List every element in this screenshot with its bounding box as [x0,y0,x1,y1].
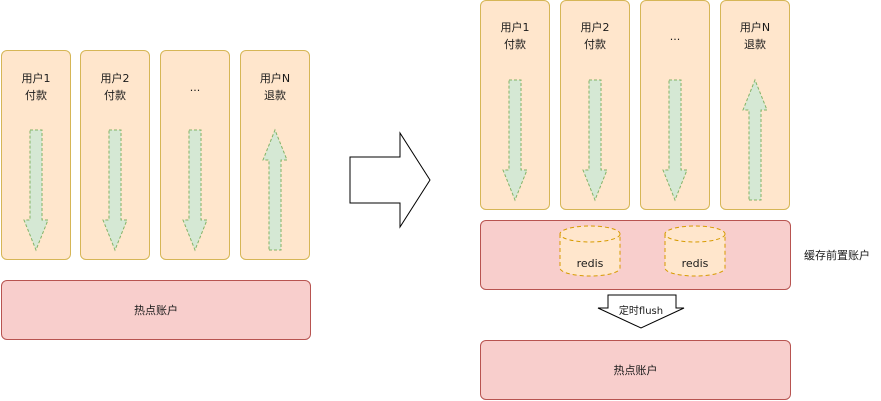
right-cache-account [480,220,791,290]
right-user-n-action: 退款 [744,38,766,51]
right-hot-account-label: 热点账户 [613,364,658,377]
right-user-1-action: 付款 [504,38,526,51]
right-user-2-down-arrow [582,79,608,202]
left-user-1-down-arrow [23,129,49,252]
transition-right-arrow [349,131,431,229]
right-user-ellipsis-label: ... [669,30,681,43]
right-user-n-up-arrow [742,78,768,201]
left-user-2-name: 用户2 [100,72,130,85]
left-user-ellipsis-label: ... [189,81,201,94]
cache-account-label: 缓存前置账户 [804,249,870,262]
right-user-ellipsis-down-arrow [662,79,688,202]
left-user-1-action: 付款 [25,89,47,102]
left-user-2-down-arrow [102,129,128,252]
left-user-1-name: 用户1 [21,72,51,85]
right-user-n-name: 用户N [739,21,771,34]
flush-label: 定时flush [619,304,663,317]
right-hot-account: 热点账户 [480,340,791,400]
left-hot-account-label: 热点账户 [134,304,178,317]
redis-node-2-label: redis [682,257,709,270]
right-user-1-name: 用户1 [500,21,530,34]
redis-node-1: redis [559,225,621,277]
left-user-ellipsis-down-arrow [182,129,208,252]
left-user-n-up-arrow [262,128,288,251]
left-user-n-action: 退款 [264,89,286,102]
redis-node-2: redis [664,225,726,277]
redis-node-1-label: redis [577,257,604,270]
right-user-1-down-arrow [502,79,528,202]
right-user-2-action: 付款 [584,38,606,51]
flush-down-arrow [597,294,685,329]
left-hot-account: 热点账户 [1,280,311,340]
left-user-n-name: 用户N [259,72,291,85]
right-user-2-name: 用户2 [580,21,610,34]
left-user-2-action: 付款 [104,89,126,102]
